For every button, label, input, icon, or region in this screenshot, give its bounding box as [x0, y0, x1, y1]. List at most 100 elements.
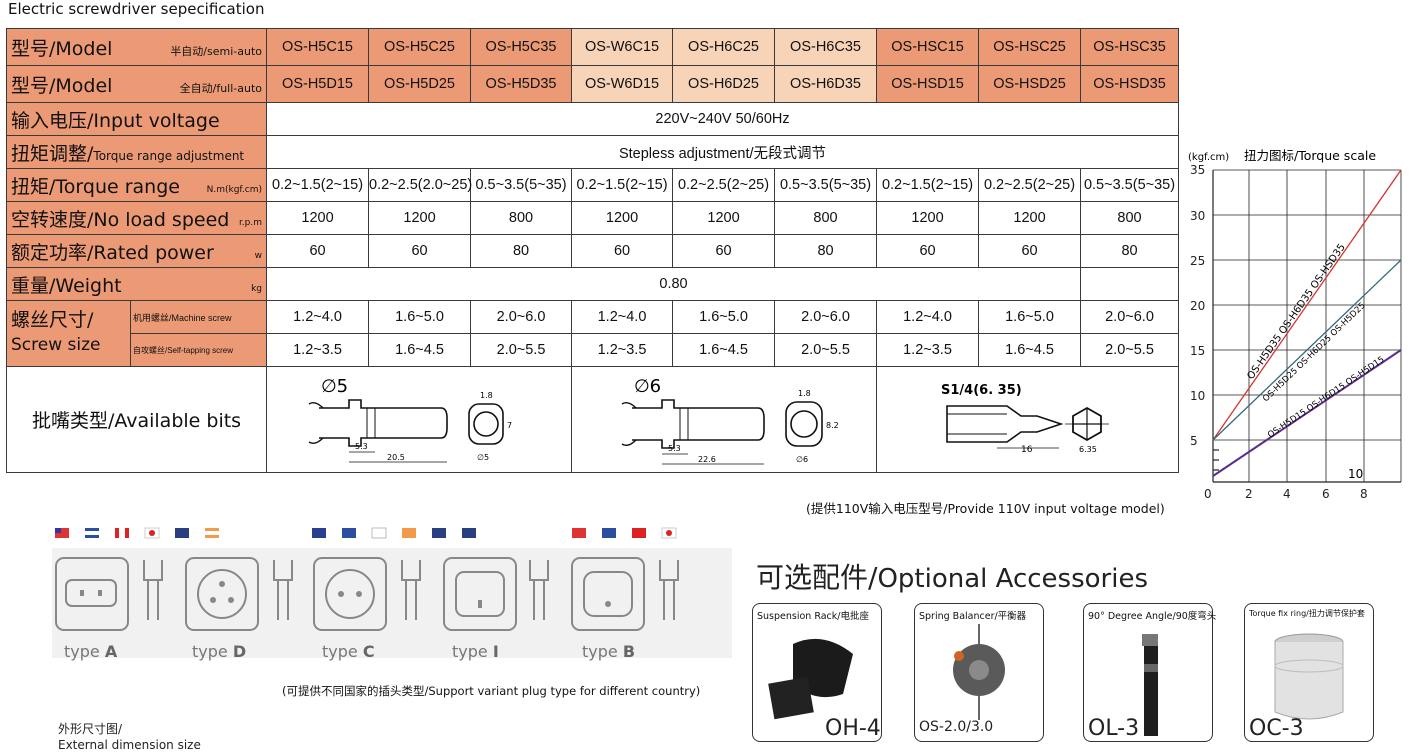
machine-screw-cell: 2.0~6.0 [470, 300, 573, 334]
row-torque-adjustment: 扭矩调整/Torque range adjustment Stepless ad… [5, 135, 1180, 169]
speed-cell: 800 [1080, 201, 1180, 235]
torque-cell: 0.5~3.5(5~35) [1080, 168, 1180, 202]
model-cell: OS-W6D15 [571, 65, 674, 103]
plug-type-c-label: type C [322, 642, 375, 661]
self-tapping-label: 自攻螺丝/Self-tapping screw [129, 333, 268, 367]
speed-cell: 1200 [266, 201, 370, 235]
torque-scale-svg: (kgf.cm) 扭力图标/Torque scale 35 30 25 20 [1188, 148, 1402, 501]
accessory-code: OH-4 [825, 716, 881, 741]
row-available-bits: 批嘴类型/Available bits ∅5 5.3 20.5 1.8 7 [5, 366, 1180, 473]
plug-type-i-label: type I [452, 642, 499, 661]
inner-label: 10 [1348, 467, 1363, 481]
model-cell: OS-H5D35 [470, 65, 573, 103]
x-tick: 2 [1245, 487, 1253, 501]
torque-scale-title: 扭力图标/Torque scale [1244, 148, 1376, 163]
socket-i [443, 557, 517, 631]
x-tick: 6 [1322, 487, 1330, 501]
self-tapping-cell: 2.0~5.5 [470, 333, 573, 367]
weight-value: 0.80 [266, 267, 1082, 301]
model-cell: OS-H6D25 [672, 65, 776, 103]
weight-blank [1080, 267, 1180, 301]
x-tick: 4 [1283, 487, 1291, 501]
torque-cell: 0.2~1.5(2~15) [876, 168, 980, 202]
speed-cell: 800 [774, 201, 878, 235]
model-cell: OS-HSC25 [978, 28, 1082, 66]
accessory-caption: 90° Degree Angle/90度弯头 [1088, 611, 1217, 622]
torque-cell: 0.2~2.5(2~25) [672, 168, 776, 202]
model-cell: OS-H6C25 [672, 28, 776, 66]
power-cell: 60 [266, 234, 370, 268]
torque-cell: 0.2~2.5(2~25) [978, 168, 1082, 202]
plug-note: (可提供不同国家的插头类型/Support variant plug type … [282, 684, 701, 698]
y-tick: 25 [1190, 254, 1205, 268]
speed-cell: 1200 [672, 201, 776, 235]
model-cell: OS-HSD15 [876, 65, 980, 103]
x-tick: 8 [1360, 487, 1368, 501]
note-110v: (提供110V输入电压型号/Provide 110V input voltage… [806, 501, 1165, 516]
y-tick: 20 [1190, 299, 1205, 313]
self-tapping-cell: 1.2~3.5 [571, 333, 674, 367]
machine-screw-cell: 1.2~4.0 [571, 300, 674, 334]
accessory-torque-fix-ring: Torque fix ring/扭力调节保护套 OC-3 [1244, 603, 1374, 742]
svg-text:∅6: ∅6 [634, 376, 661, 397]
angle-head-image [1142, 634, 1158, 736]
model-cell: OS-HSD35 [1080, 65, 1180, 103]
svg-text:6.35: 6.35 [1079, 445, 1097, 454]
bit-hex: S1/4(6. 35) 16 6.35 [876, 366, 1180, 473]
machine-screw-cell: 1.6~5.0 [672, 300, 776, 334]
svg-text:∅5: ∅5 [477, 453, 489, 462]
machine-screw-cell: 1.2~4.0 [266, 300, 370, 334]
torque-scale-chart: (kgf.cm) 扭力图标/Torque scale 35 30 25 20 [1186, 146, 1411, 506]
torque-adjustment-value: Stepless adjustment/无段式调节 [266, 135, 1180, 169]
model-cell: OS-W6C15 [571, 28, 674, 66]
power-cell: 80 [1080, 234, 1180, 268]
self-tapping-cell: 1.6~4.5 [978, 333, 1082, 367]
machine-screw-cell: 1.6~5.0 [978, 300, 1082, 334]
torque-y-ticks: 35 30 25 20 15 10 5 [1190, 163, 1205, 448]
svg-text:5.3: 5.3 [355, 442, 368, 451]
svg-text:S1/4(6. 35): S1/4(6. 35) [941, 383, 1022, 398]
torque-cell: 0.2~1.5(2~15) [266, 168, 370, 202]
speed-cell: 1200 [876, 201, 980, 235]
model-cell: OS-H5D25 [368, 65, 472, 103]
y-tick: 35 [1190, 163, 1205, 177]
svg-text:1.8: 1.8 [798, 389, 811, 398]
model-cell: OS-H5C35 [470, 28, 573, 66]
bit-6mm-drawing: ∅6 5.3 22.6 1.8 8.2 ∅6 [621, 376, 839, 464]
svg-text:∅6: ∅6 [796, 455, 808, 464]
y-tick: 10 [1190, 389, 1205, 403]
plug-illustration: type A type D type C type I type B [52, 527, 732, 661]
model-cell: OS-H5D15 [266, 65, 370, 103]
machine-screw-cell: 1.2~4.0 [876, 300, 980, 334]
accessory-code: OL-3 [1088, 716, 1140, 741]
spring-balancer-image [953, 624, 1005, 720]
torque-grid [1212, 169, 1402, 483]
machine-screw-cell: 1.6~5.0 [368, 300, 472, 334]
self-tapping-cell: 2.0~5.5 [1080, 333, 1180, 367]
document-title: Electric screwdriver sepecification [8, 0, 265, 18]
machine-screw-cell: 2.0~6.0 [774, 300, 878, 334]
bit-5mm: ∅5 5.3 20.5 1.8 7 ∅5 [266, 366, 573, 473]
torque-line-15 [1212, 349, 1402, 477]
svg-text:8.2: 8.2 [826, 421, 839, 430]
torque-cell: 0.2~2.5(2.0~25) [368, 168, 472, 202]
bit-5mm-drawing: ∅5 5.3 20.5 1.8 7 ∅5 [308, 376, 512, 462]
external-dimension-cn: 外形尺寸图/ [58, 722, 123, 736]
power-cell: 60 [978, 234, 1082, 268]
accessories-title: 可选配件/Optional Accessories [756, 561, 1148, 594]
self-tapping-cell: 1.2~3.5 [266, 333, 370, 367]
plug-type-b-label: type B [582, 642, 635, 661]
torque-cell: 0.2~1.5(2~15) [571, 168, 674, 202]
row-label: 输入电压/Input voltage [5, 102, 268, 136]
row-voltage: 输入电压/Input voltage 220V~240V 50/60Hz [5, 102, 1180, 136]
svg-text:5.3: 5.3 [668, 444, 681, 453]
flags [55, 527, 677, 539]
socket-c [313, 557, 387, 631]
suspension-rack-image [768, 638, 853, 720]
accessory-caption: Spring Balancer/平衡器 [919, 611, 1027, 622]
